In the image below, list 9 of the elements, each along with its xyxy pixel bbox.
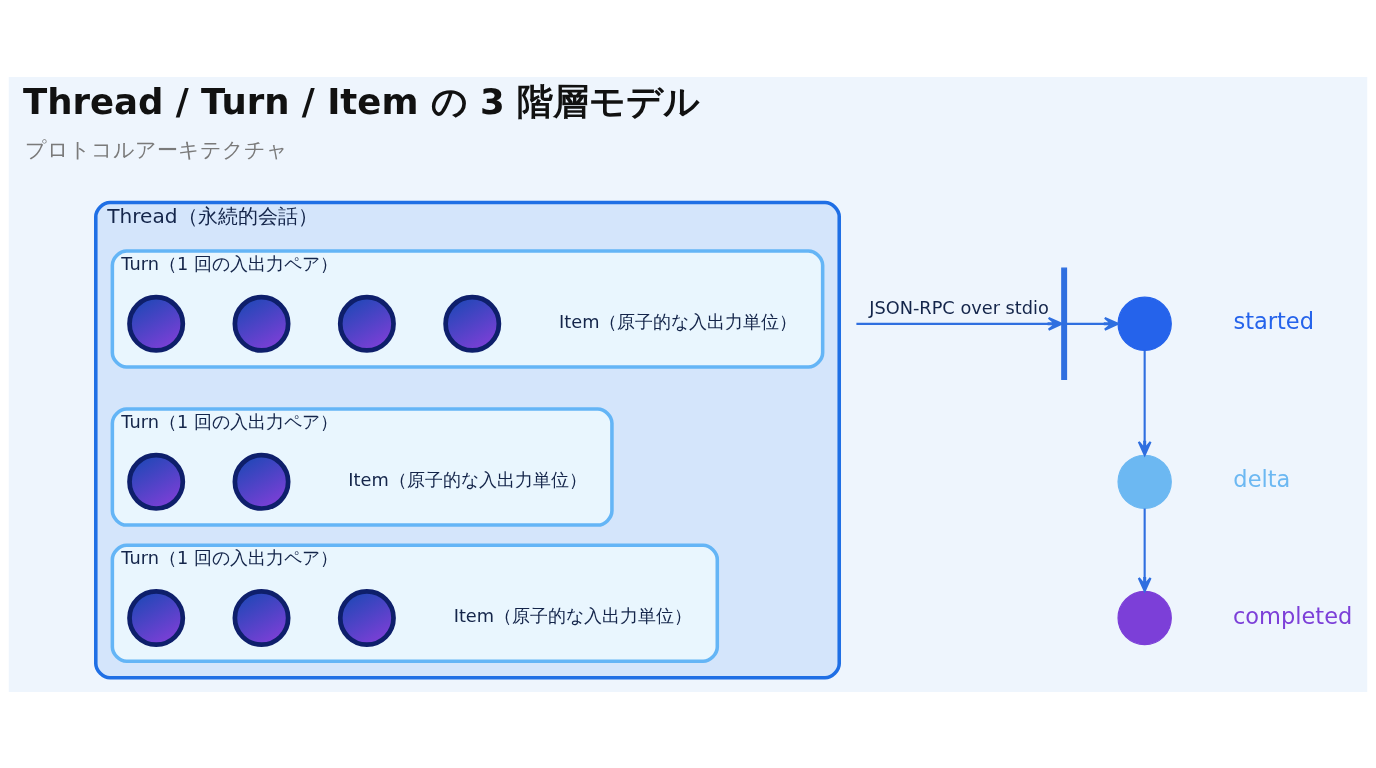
node-label: Item（原子的な入出力単位） bbox=[559, 311, 798, 332]
node-label: Item（原子的な入出力単位） bbox=[348, 469, 587, 490]
edge-label: JSON-RPC over stdio bbox=[869, 297, 1049, 318]
label: プロトコルアーキテクチャ bbox=[24, 136, 288, 162]
node-label: started bbox=[1233, 307, 1314, 334]
node-label: completed bbox=[1232, 602, 1353, 629]
node-label: Item（原子的な入出力単位） bbox=[453, 605, 693, 626]
node-label: delta bbox=[1233, 465, 1291, 492]
diagram-title: Thread / Turn / Item の 3 階層モデル bbox=[22, 80, 701, 122]
